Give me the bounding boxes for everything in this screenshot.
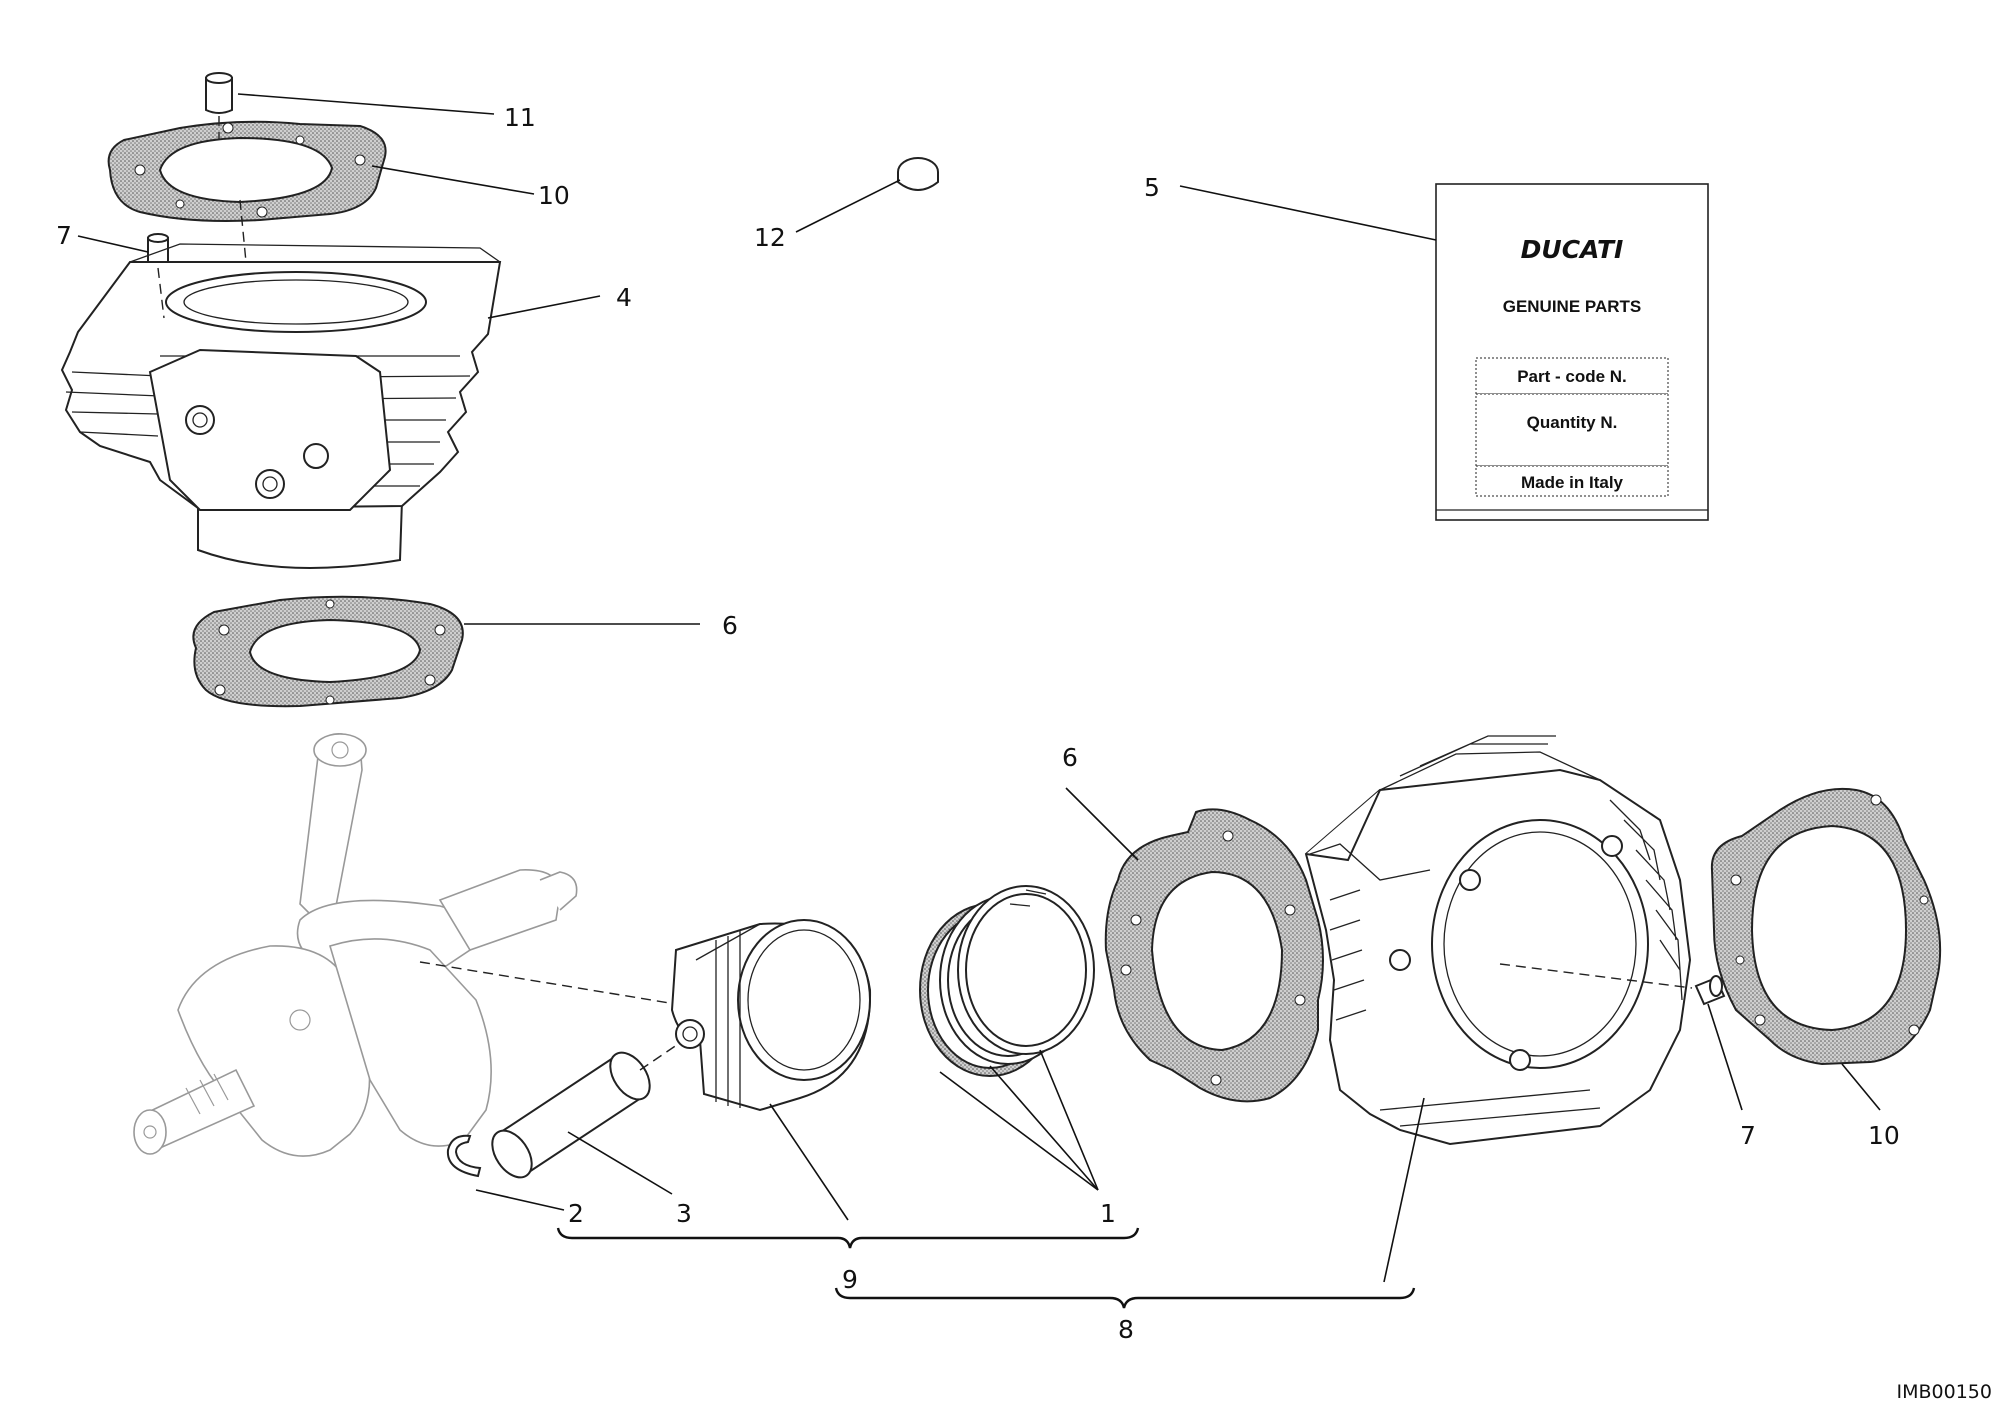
base-gasket-6-top bbox=[192, 595, 464, 708]
callout-3: 3 bbox=[676, 1199, 692, 1228]
plug-12 bbox=[897, 157, 939, 191]
callout-11: 11 bbox=[504, 103, 536, 132]
circlip-2 bbox=[446, 1134, 482, 1178]
crankshaft-assembly bbox=[133, 733, 578, 1157]
brace-9 bbox=[556, 1227, 1140, 1249]
brace-8 bbox=[834, 1287, 1416, 1309]
callout-5: 5 bbox=[1144, 173, 1160, 202]
callout-6: 6 bbox=[1062, 743, 1078, 772]
callouts: 11 10 7 4 6 12 5 6 2 3 1 9 8 7 10 bbox=[56, 103, 1900, 1344]
callout-7: 7 bbox=[56, 221, 72, 250]
head-gasket-10-right bbox=[1710, 787, 1942, 1066]
piston-9 bbox=[670, 919, 872, 1112]
callout-10: 10 bbox=[1868, 1121, 1900, 1150]
card-part-code: Part - code N. bbox=[1517, 367, 1627, 386]
cylinder-4 bbox=[60, 243, 502, 569]
leader-lines bbox=[77, 93, 1881, 1283]
callout-6: 6 bbox=[722, 611, 738, 640]
callout-2: 2 bbox=[568, 1199, 584, 1228]
callout-12: 12 bbox=[754, 223, 786, 252]
callout-4: 4 bbox=[616, 283, 632, 312]
callout-1: 1 bbox=[1100, 1199, 1116, 1228]
card-title: GENUINE PARTS bbox=[1503, 297, 1642, 316]
dowel-11 bbox=[205, 72, 233, 114]
dowel-7-bottom bbox=[1694, 975, 1726, 1006]
label-card-5: DUCATI GENUINE PARTS Part - code N. Quan… bbox=[1435, 183, 1709, 521]
callout-10: 10 bbox=[538, 181, 570, 210]
cylinder-8 bbox=[1304, 735, 1692, 1146]
piston-rings-1 bbox=[919, 885, 1095, 1077]
card-brand: DUCATI bbox=[1521, 235, 1624, 264]
card-quantity: Quantity N. bbox=[1527, 413, 1618, 432]
card-origin: Made in Italy bbox=[1521, 473, 1624, 492]
base-gasket-6-bottom bbox=[1104, 808, 1324, 1103]
piston-pin-3 bbox=[491, 1051, 651, 1179]
callout-9: 9 bbox=[842, 1265, 858, 1294]
callout-8: 8 bbox=[1118, 1315, 1134, 1344]
head-gasket-10 bbox=[107, 120, 387, 222]
callout-7: 7 bbox=[1740, 1121, 1756, 1150]
figure-reference: IMB00150 bbox=[1897, 1381, 1992, 1403]
